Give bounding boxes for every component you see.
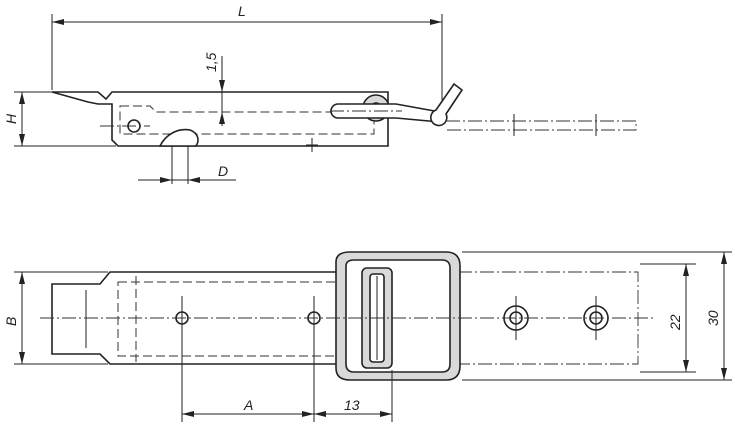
dimension-label-D: D [218,163,228,179]
dimension-label-A: A [243,397,253,413]
side-view-strike-plate [446,120,637,131]
dimension-label-L: L [238,3,246,19]
side-view: L 1,5 H D [3,3,637,184]
dimension-label-offset: 13 [344,397,360,413]
top-view: B A 13 22 30 [3,251,732,422]
dimension-label-thickness: 1,5 [203,52,219,72]
dimension-label-B: B [3,317,19,326]
side-view-hidden-outline [119,105,375,135]
side-view-base-plate [51,91,389,147]
dimension-label-outer-width: 30 [705,310,721,326]
dimension-label-inner-width: 22 [667,314,683,331]
side-view-link [330,103,441,123]
dimension-label-H: H [3,113,19,124]
side-view-catch [430,82,464,127]
side-view-cutaway [158,128,199,147]
top-view-hidden-outline [117,281,359,357]
